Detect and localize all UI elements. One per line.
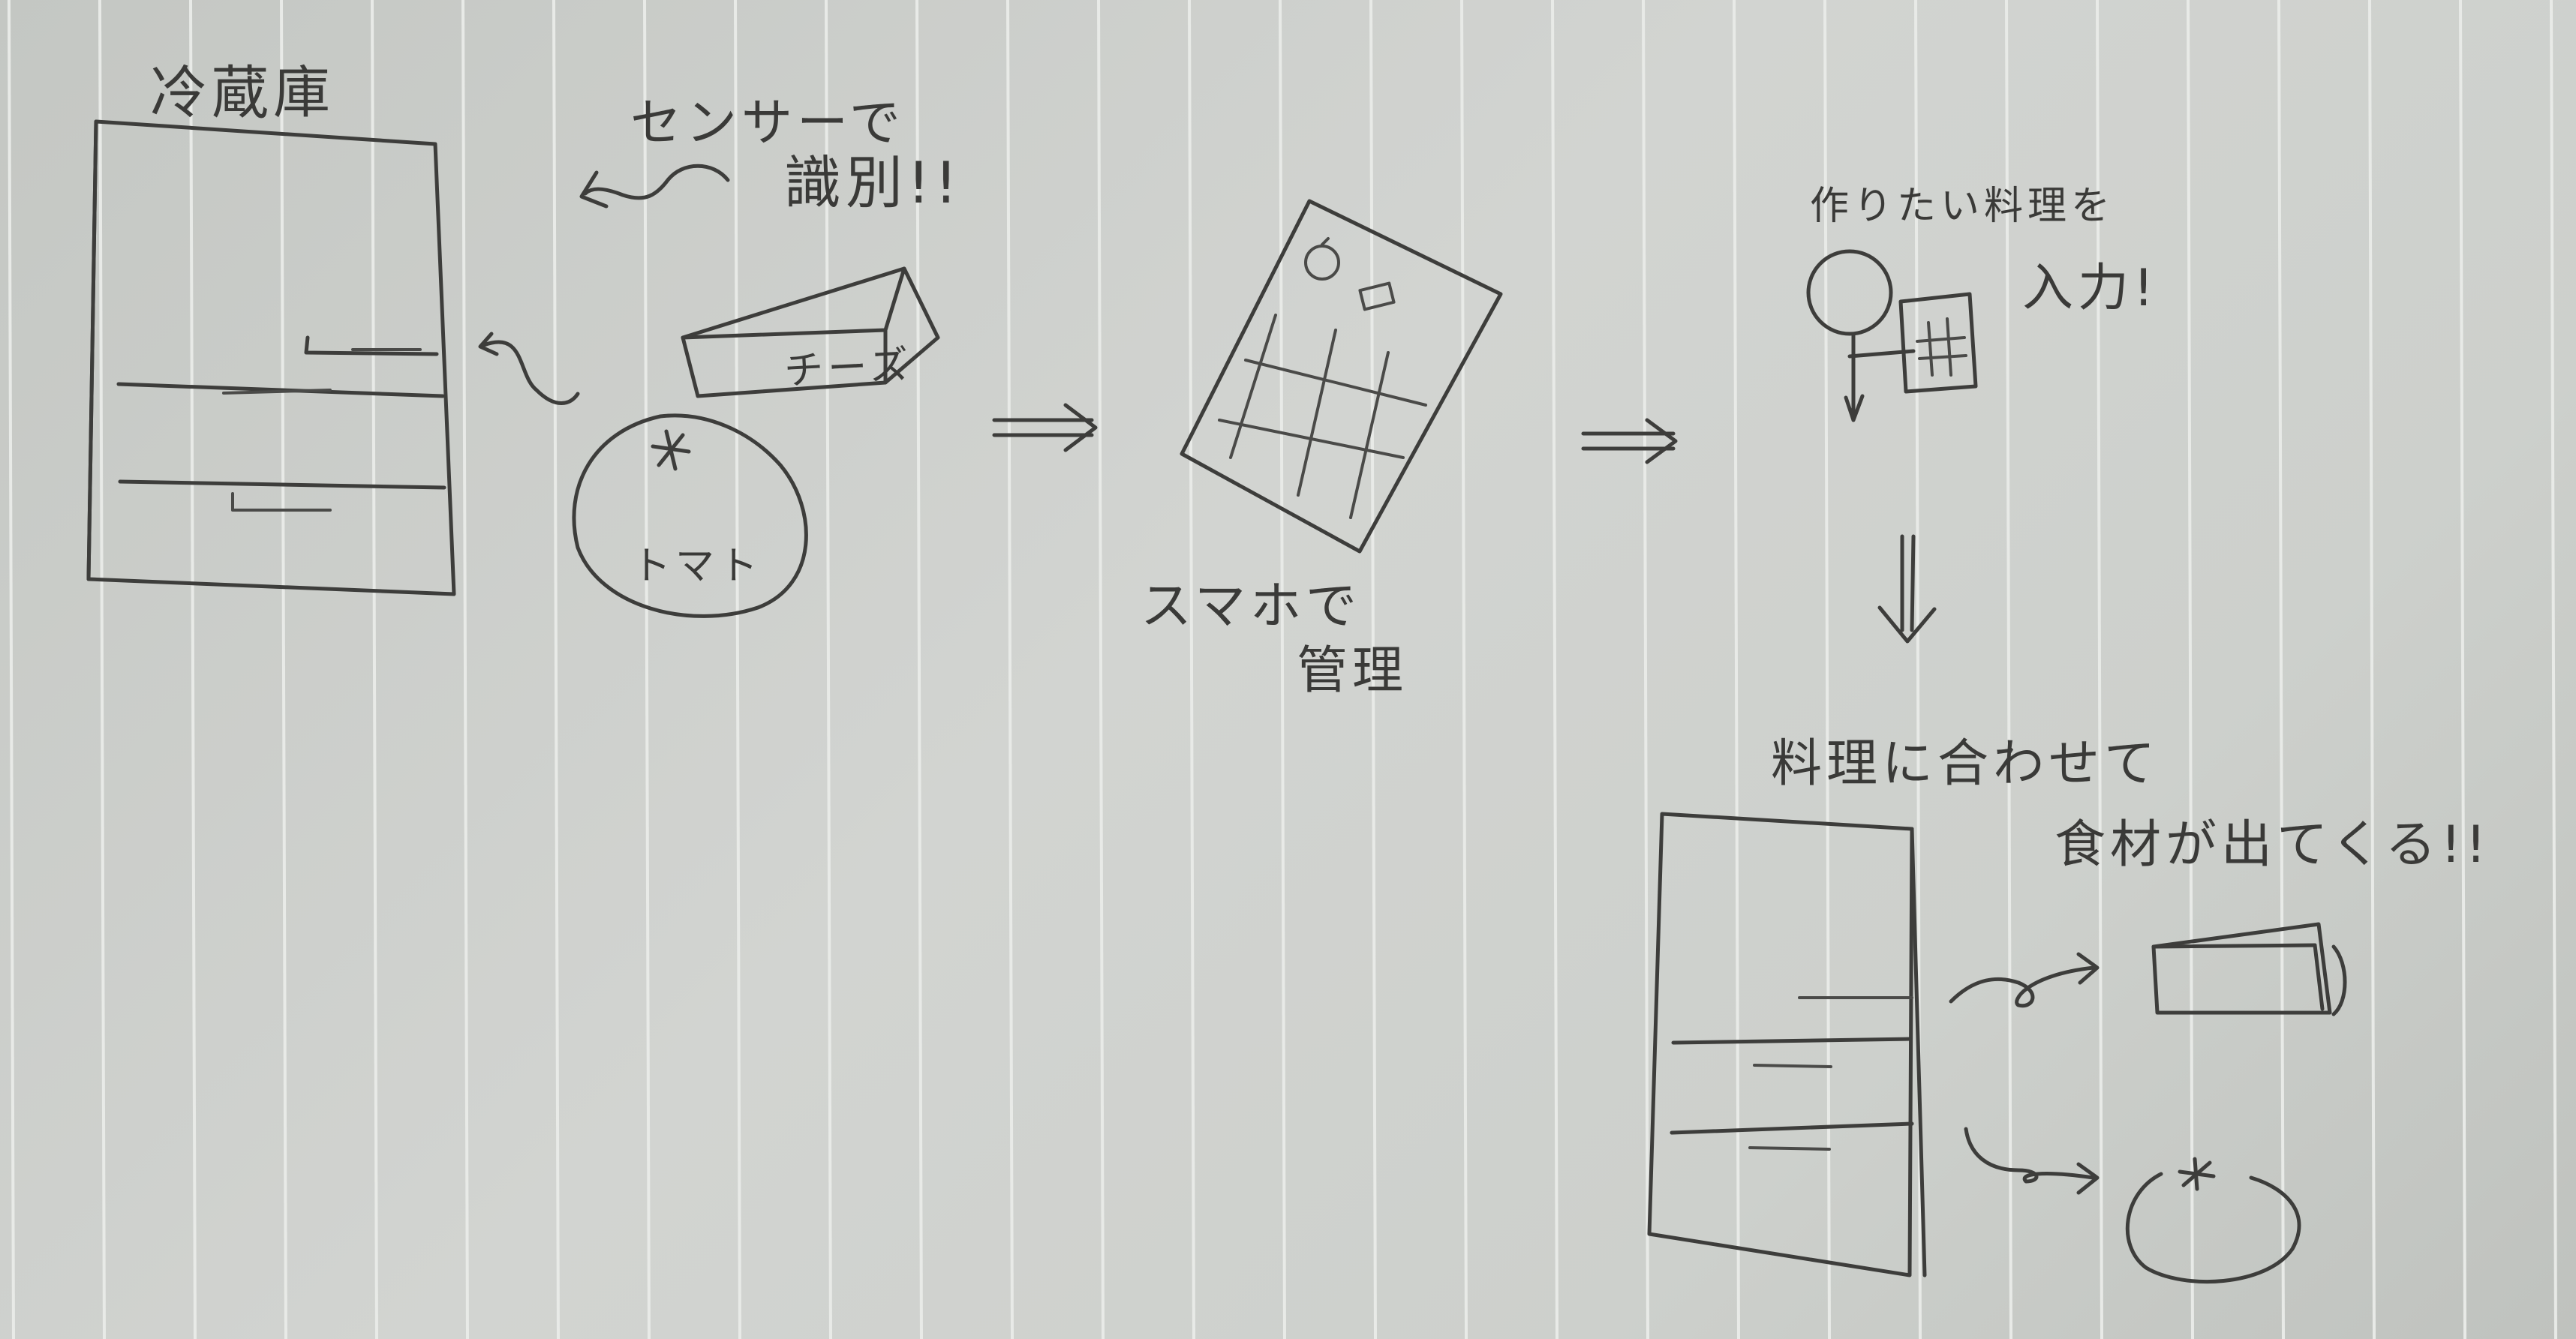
ruled-line: [2550, 0, 2557, 1339]
curved-arrow-icon: [478, 332, 580, 405]
fridge-title: 冷蔵庫: [150, 59, 335, 126]
sensor-text-line1: センサーで: [630, 94, 905, 153]
fridge-drawing-result: [1647, 812, 1927, 1277]
curved-arrow-icon: [1949, 952, 2100, 1008]
ruled-line: [2005, 0, 2012, 1339]
cheese-drawing: [681, 266, 940, 398]
ruled-line: [2096, 0, 2103, 1339]
double-arrow-icon: [1581, 418, 1678, 464]
ruled-line: [552, 0, 560, 1339]
ruled-line: [1642, 0, 1649, 1339]
ruled-line: [98, 0, 106, 1339]
fridge-drawing: [86, 119, 456, 596]
double-arrow-icon: [992, 403, 1098, 452]
smartphone-text-line2: 管理: [1297, 641, 1408, 701]
cheese-drawing-result: [2151, 922, 2347, 1016]
tomato-drawing: [572, 413, 808, 618]
ruled-line: [1551, 0, 1559, 1339]
ruled-line: [1006, 0, 1014, 1339]
person-drawing: [1806, 249, 1978, 422]
ruled-line: [371, 0, 378, 1339]
ruled-line: [2459, 0, 2466, 1339]
ruled-line: [734, 0, 741, 1339]
ruled-line: [1733, 0, 1740, 1339]
ruled-line: [643, 0, 651, 1339]
ruled-line: [825, 0, 832, 1339]
tomato-drawing-result: [2125, 1157, 2301, 1283]
squiggle-arrow-icon: [579, 164, 730, 209]
tomato-label: トマト: [632, 544, 763, 589]
curved-arrow-icon: [1964, 1127, 2100, 1195]
ruled-line: [2187, 0, 2194, 1339]
cheese-label: チーズ: [783, 342, 915, 395]
input-text-line1: 作りたい料理を: [1810, 184, 2115, 229]
ruled-line: [1369, 0, 1377, 1339]
result-text-line1: 料理に合わせて: [1771, 734, 2160, 794]
smartphone-text-line1: スマホで: [1141, 577, 1361, 636]
ruled-line: [2368, 0, 2376, 1339]
ruled-line: [2277, 0, 2285, 1339]
smartphone-drawing: [1180, 199, 1503, 554]
ruled-line: [1460, 0, 1468, 1339]
ruled-line: [1097, 0, 1105, 1339]
ruled-line: [280, 0, 287, 1339]
ruled-line: [8, 0, 15, 1339]
input-text-line2: 入力!: [2022, 259, 2159, 318]
ruled-line: [1188, 0, 1195, 1339]
ruled-line: [189, 0, 197, 1339]
ruled-line: [915, 0, 923, 1339]
result-text-line2: 食材が出てくる!!: [2054, 815, 2491, 875]
ruled-line: [461, 0, 469, 1339]
ruled-line: [1279, 0, 1286, 1339]
sensor-text-line2: 識別!!: [784, 149, 962, 216]
down-arrow-icon: [1877, 534, 1937, 644]
ruled-line: [1823, 0, 1831, 1339]
